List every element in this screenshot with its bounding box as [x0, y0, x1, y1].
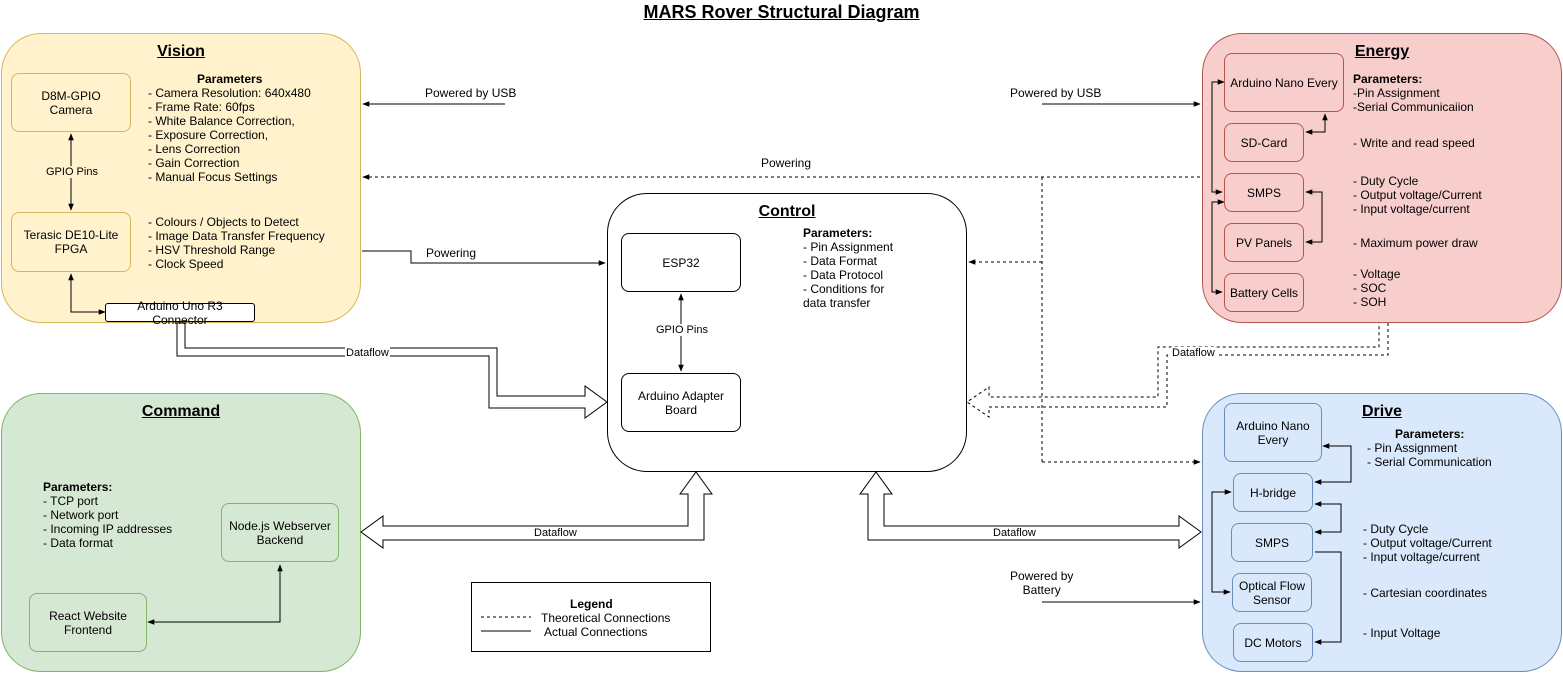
vision-title: Vision: [157, 43, 205, 60]
optical-flow-label: Optical Flow Sensor: [1238, 578, 1306, 607]
nano-sd-link: [1305, 113, 1328, 135]
vision-params-camera: - Camera Resolution: 640x480 - Frame Rat…: [148, 86, 311, 184]
webserver-box[interactable]: Node.js Webserver Backend: [221, 503, 339, 562]
drive-params-nano: - Pin Assignment - Serial Communication: [1367, 441, 1492, 469]
drive-title: Drive: [1361, 403, 1403, 420]
energy-smps-box[interactable]: SMPS: [1224, 173, 1304, 212]
adapter-board-box[interactable]: Arduino Adapter Board: [621, 373, 741, 432]
powered-battery-label: Powered by Battery: [1010, 569, 1074, 597]
webserver-label: Node.js Webserver Backend: [229, 518, 331, 547]
vision-dataflow-arrow: [176, 322, 608, 419]
camera-label: D8M-GPIO Camera: [41, 88, 101, 117]
smps-motors-link: [1314, 551, 1342, 645]
diagram-title: MARS Rover Structural Diagram: [643, 2, 920, 22]
frontend-box[interactable]: React Website Frontend: [29, 593, 147, 652]
drive-nano-hbridge-link: [1314, 443, 1352, 485]
drive-params-optical: - Cartesian coordinates: [1363, 586, 1488, 600]
energy-smps-label: SMPS: [1246, 185, 1281, 200]
dataflow-command-label: Dataflow: [533, 527, 578, 539]
powering-top-label: Powering: [761, 156, 812, 170]
battery-label: Battery Cells: [1229, 285, 1299, 300]
dataflow-vision-label: Dataflow: [345, 347, 390, 359]
drive-params-smps: - Duty Cycle - Output voltage/Current - …: [1363, 522, 1492, 564]
energy-nano-box[interactable]: Arduino Nano Every: [1224, 53, 1344, 112]
command-dataflow-arrow: [360, 471, 713, 549]
adapter-board-label: Arduino Adapter Board: [637, 388, 725, 417]
nano-smps-link: [1211, 79, 1225, 195]
legend-actual: Actual Connections: [544, 625, 648, 639]
control-params-title: Parameters:: [803, 226, 873, 240]
vision-params-fpga: - Colours / Objects to Detect - Image Da…: [148, 215, 325, 271]
legend-title: Legend: [570, 597, 613, 611]
powered-usb-left-label: Powered by USB: [425, 86, 517, 100]
camera-box[interactable]: D8M-GPIO Camera: [11, 73, 131, 132]
esp32-box[interactable]: ESP32: [621, 233, 741, 292]
connector-label: Arduino Uno R3 Connector: [137, 298, 223, 327]
fpga-label: Terasic DE10-Lite FPGA: [23, 228, 119, 256]
frontend-label: React Website Frontend: [49, 608, 127, 637]
drive-params-motors: - Input Voltage: [1363, 626, 1441, 640]
sd-card-label: SD-Card: [1240, 135, 1288, 150]
drive-params-title: Parameters:: [1395, 427, 1465, 441]
dataflow-energy-label: Dataflow: [1171, 347, 1216, 359]
esp32-label: ESP32: [662, 255, 700, 270]
command-title: Command: [141, 403, 221, 420]
fpga-connector-link: [68, 273, 106, 315]
energy-params-pv: - Maximum power draw: [1353, 236, 1478, 250]
legend-box: [471, 582, 711, 652]
energy-params-sd: - Write and read speed: [1353, 136, 1475, 150]
control-gpio-label: GPIO Pins: [655, 324, 709, 336]
drive-smps-box[interactable]: SMPS: [1231, 523, 1313, 562]
energy-dataflow-arrow: [966, 323, 1389, 418]
drive-smps-label: SMPS: [1254, 535, 1289, 550]
sd-card-box[interactable]: SD-Card: [1224, 123, 1304, 162]
control-title: Control: [758, 203, 816, 220]
legend-theoretical: Theoretical Connections: [541, 611, 671, 625]
command-params: - TCP port - Network port - Incoming IP …: [43, 494, 173, 550]
powering-left-label: Powering: [426, 246, 477, 260]
powered-usb-right-label: Powered by USB: [1010, 86, 1102, 100]
energy-nano-label: Arduino Nano Every: [1230, 75, 1338, 90]
hbridge-label: H-bridge: [1249, 485, 1297, 500]
battery-box[interactable]: Battery Cells: [1224, 273, 1304, 312]
drive-nano-box[interactable]: Arduino Nano Every: [1224, 403, 1322, 462]
optical-flow-box[interactable]: Optical Flow Sensor: [1232, 573, 1312, 612]
dc-motors-box[interactable]: DC Motors: [1233, 623, 1313, 662]
energy-params-nano: -Pin Assignment -Serial Communicaiion: [1353, 86, 1474, 114]
hbridge-optical-link: [1211, 489, 1232, 595]
energy-title: Energy: [1354, 43, 1410, 60]
hbridge-box[interactable]: H-bridge: [1233, 473, 1313, 512]
energy-params-battery: - Voltage - SOC - SOH: [1353, 267, 1401, 309]
vision-gpio-label: GPIO Pins: [45, 166, 99, 178]
drive-nano-label: Arduino Nano Every: [1236, 418, 1310, 447]
frontend-webserver-link: [147, 564, 283, 625]
pv-panels-box[interactable]: PV Panels: [1224, 223, 1304, 262]
dataflow-drive-label: Dataflow: [992, 527, 1037, 539]
drive-dataflow-arrow: [859, 471, 1202, 549]
energy-params-title: Parameters:: [1353, 72, 1423, 86]
connector-box[interactable]: Arduino Uno R3 Connector: [105, 299, 255, 327]
smps-pv-link: [1305, 189, 1323, 245]
vision-params-title: Parameters: [197, 72, 263, 86]
command-params-title: Parameters:: [43, 480, 113, 494]
vision-control-power-wire: [362, 250, 606, 266]
dc-motors-label: DC Motors: [1244, 635, 1302, 650]
hbridge-smps-link: [1314, 501, 1342, 535]
energy-params-smps: - Duty Cycle - Output voltage/Current - …: [1353, 174, 1482, 216]
smps-battery-link: [1211, 199, 1225, 295]
fpga-box[interactable]: Terasic DE10-Lite FPGA: [11, 212, 131, 272]
control-params: - Pin Assignment - Data Format - Data Pr…: [803, 240, 894, 310]
pv-panels-label: PV Panels: [1235, 235, 1293, 250]
